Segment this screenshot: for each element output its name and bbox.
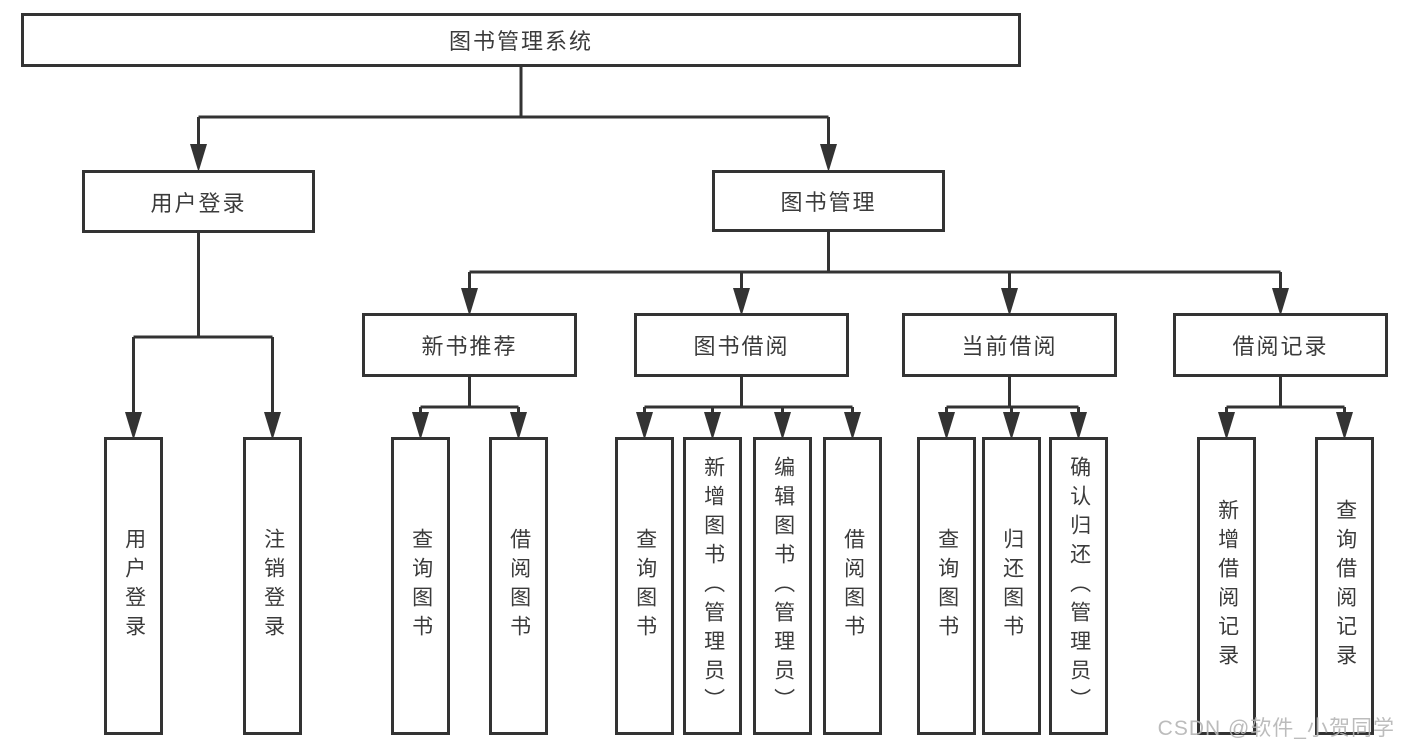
leaf-cb-confirm-return-admin: 确认归还（管理员）	[1049, 437, 1108, 735]
node-label: 借阅记录	[1232, 334, 1329, 359]
leaf-bb-query-books: 查询图书	[615, 437, 674, 735]
tree-edges	[132, 66, 1346, 416]
leaf-br-add-record: 新增借阅记录	[1197, 437, 1256, 735]
csdn-watermark: CSDN @软件_小贺同学	[1157, 717, 1395, 740]
node-label: 查询图书	[633, 528, 657, 644]
node-label: 借阅图书	[841, 528, 865, 644]
leaf-user-login: 用户登录	[104, 437, 163, 735]
node-label: 当前借阅	[961, 334, 1058, 359]
node-label: 编辑图书（管理员）	[771, 455, 795, 717]
node-label: 确认归还（管理员）	[1067, 455, 1091, 717]
node-user-login: 用户登录	[82, 170, 315, 233]
node-new-book-recommend: 新书推荐	[362, 313, 577, 377]
leaf-cb-query-books: 查询图书	[917, 437, 976, 735]
node-label: 注销登录	[261, 528, 285, 644]
node-library-system: 图书管理系统	[21, 13, 1021, 67]
node-label: 新增图书（管理员）	[701, 455, 725, 717]
node-label: 查询图书	[409, 528, 433, 644]
node-label: 图书管理	[780, 190, 877, 215]
leaf-bb-edit-book-admin: 编辑图书（管理员）	[753, 437, 812, 735]
node-label: 图书管理系统	[448, 29, 593, 54]
node-book-borrow: 图书借阅	[634, 313, 849, 377]
node-borrow-records: 借阅记录	[1173, 313, 1388, 377]
node-label: 新增借阅记录	[1215, 499, 1239, 673]
leaf-nb-query-books: 查询图书	[391, 437, 450, 735]
node-label: 查询借阅记录	[1333, 499, 1357, 673]
leaf-bb-add-book-admin: 新增图书（管理员）	[683, 437, 742, 735]
node-label: 用户登录	[122, 528, 146, 644]
leaf-logout: 注销登录	[243, 437, 302, 735]
arrowheads	[125, 144, 1353, 440]
node-label: 查询图书	[935, 528, 959, 644]
node-label: 用户登录	[150, 190, 247, 216]
node-label: 图书借阅	[693, 334, 790, 359]
leaf-nb-borrow-books: 借阅图书	[489, 437, 548, 735]
node-book-management: 图书管理	[712, 170, 945, 232]
node-current-borrow: 当前借阅	[902, 313, 1117, 377]
node-label: 新书推荐	[421, 334, 518, 359]
leaf-br-query-record: 查询借阅记录	[1315, 437, 1374, 735]
node-label: 归还图书	[1000, 528, 1024, 644]
leaf-cb-return-books: 归还图书	[982, 437, 1041, 735]
leaf-bb-borrow-books: 借阅图书	[823, 437, 882, 735]
node-label: 借阅图书	[507, 528, 531, 644]
